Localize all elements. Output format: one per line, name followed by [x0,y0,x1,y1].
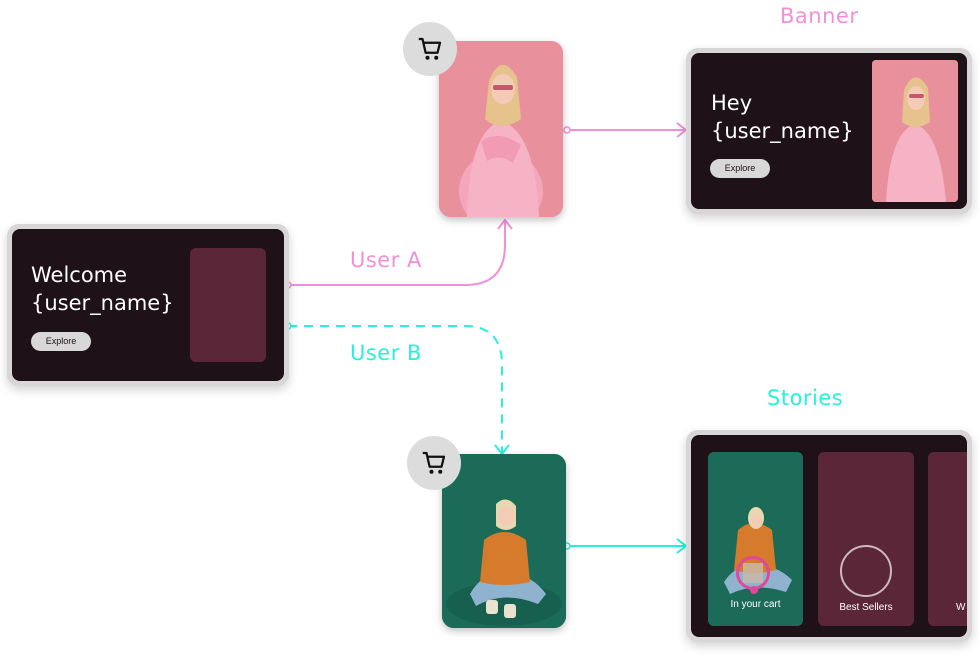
banner-card: Hey {user_name} Explore [686,48,972,214]
welcome-image-placeholder [190,248,266,362]
stories-label: Stories [767,386,844,410]
green-model-illustration [442,454,566,628]
cart-badge-b [407,436,461,490]
story-label-best-sellers: Best Sellers [839,602,893,613]
user-a-arrowhead [497,218,513,230]
user-b-connector [288,325,503,452]
pink-product-photo [439,41,563,217]
stories-card: In your cart Best Sellers W [686,430,972,642]
cart-badge-a [403,22,457,76]
story-best-sellers-ring [840,545,892,597]
user-a-label: User A [350,248,422,272]
story-best-sellers[interactable]: Best Sellers [818,452,914,626]
welcome-card-body: Welcome {user_name} Explore [12,229,284,381]
welcome-explore-button[interactable]: Explore [31,332,91,351]
banner-explore-button[interactable]: Explore [710,159,770,178]
shopping-cart-icon [418,37,442,60]
user-a-connector [288,222,506,286]
story-cart-dot [750,586,758,594]
green-product-photo [442,454,566,628]
stories-card-body: In your cart Best Sellers W [691,435,967,637]
banner-card-body: Hey {user_name} Explore [691,53,967,209]
story-partial[interactable]: W [928,452,967,626]
story-label-partial: W [956,602,966,613]
story-cart-thumbnail [743,563,763,583]
banner-title: Hey {user_name} [711,91,854,143]
banner-image [872,60,958,202]
story-in-your-cart[interactable]: In your cart [708,452,803,626]
welcome-title: Welcome {user_name} [31,263,174,315]
welcome-card: Welcome {user_name} Explore [7,224,289,386]
banner-start-dot [563,126,571,134]
banner-model-illustration [872,60,958,202]
pink-model-illustration [439,41,563,217]
shopping-cart-icon [422,451,446,474]
banner-label: Banner [780,4,859,28]
story-label-in-your-cart: In your cart [730,599,781,610]
user-b-label: User B [350,341,422,365]
